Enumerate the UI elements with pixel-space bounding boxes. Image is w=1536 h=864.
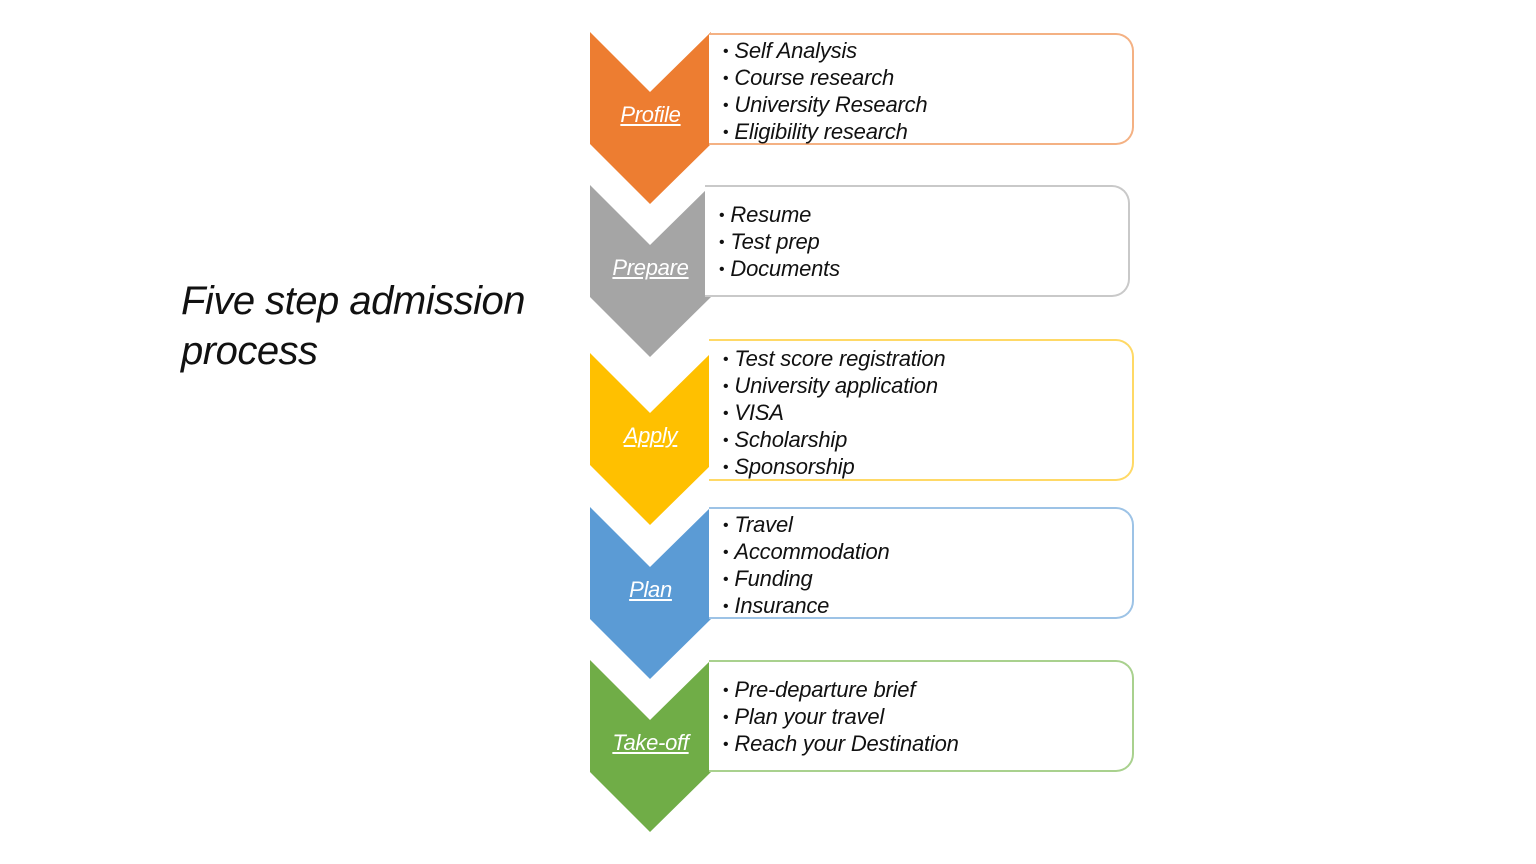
step-chevron-apply: Apply bbox=[590, 353, 711, 525]
step-box-plan: Travel Accommodation Funding Insurance bbox=[709, 507, 1134, 619]
step-box-take-off: Pre-departure brief Plan your travel Rea… bbox=[709, 660, 1134, 772]
step-chevron-prepare: Prepare bbox=[590, 185, 711, 357]
list-item: Accommodation bbox=[723, 540, 1132, 567]
chevron-arrow-icon bbox=[590, 660, 711, 832]
title-line-2: process bbox=[181, 329, 318, 373]
step-link-prepare[interactable]: Prepare bbox=[612, 255, 689, 280]
chevron-arrow-icon bbox=[590, 185, 711, 357]
list-item: Insurance bbox=[723, 594, 1132, 621]
list-item: University application bbox=[723, 374, 1132, 401]
chevron-arrow-icon bbox=[590, 353, 711, 525]
list-item: Sponsorship bbox=[723, 455, 1132, 482]
list-item: Resume bbox=[719, 203, 1128, 230]
step-chevron-profile: Profile bbox=[590, 32, 711, 204]
list-item: Funding bbox=[723, 567, 1132, 594]
step-link-plan[interactable]: Plan bbox=[629, 577, 672, 602]
list-item: Reach your Destination bbox=[723, 732, 1132, 759]
step-items-take-off: Pre-departure brief Plan your travel Rea… bbox=[709, 662, 1132, 759]
list-item: University Research bbox=[723, 93, 1132, 120]
list-item: Self Analysis bbox=[723, 39, 1132, 66]
list-item: Pre-departure brief bbox=[723, 678, 1132, 705]
diagram-title: Five step admission process bbox=[181, 276, 581, 376]
step-box-profile: Self Analysis Course research University… bbox=[709, 33, 1134, 145]
chevron-shape bbox=[590, 185, 711, 357]
chevron-shape bbox=[590, 507, 711, 679]
step-link-apply[interactable]: Apply bbox=[623, 423, 678, 448]
step-items-plan: Travel Accommodation Funding Insurance bbox=[709, 509, 1132, 621]
step-items-prepare: Resume Test prep Documents bbox=[705, 187, 1128, 284]
chevron-shape bbox=[590, 660, 711, 832]
list-item: Documents bbox=[719, 257, 1128, 284]
list-item: Test prep bbox=[719, 230, 1128, 257]
list-item: Course research bbox=[723, 66, 1132, 93]
step-link-profile[interactable]: Profile bbox=[620, 102, 681, 127]
chevron-arrow-icon bbox=[590, 507, 711, 679]
chevron-shape bbox=[590, 353, 711, 525]
list-item: Plan your travel bbox=[723, 705, 1132, 732]
list-item: Scholarship bbox=[723, 428, 1132, 455]
title-line-1: Five step admission bbox=[181, 279, 525, 323]
step-chevron-take-off: Take-off bbox=[590, 660, 711, 832]
chevron-shape bbox=[590, 32, 711, 204]
list-item: VISA bbox=[723, 401, 1132, 428]
step-box-prepare: Resume Test prep Documents bbox=[705, 185, 1130, 297]
step-items-apply: Test score registration University appli… bbox=[709, 341, 1132, 482]
chevron-arrow-icon bbox=[590, 32, 711, 204]
step-chevron-plan: Plan bbox=[590, 507, 711, 679]
step-box-apply: Test score registration University appli… bbox=[709, 339, 1134, 481]
list-item: Travel bbox=[723, 513, 1132, 540]
step-link-take-off[interactable]: Take-off bbox=[612, 730, 689, 755]
list-item: Test score registration bbox=[723, 347, 1132, 374]
step-items-profile: Self Analysis Course research University… bbox=[709, 35, 1132, 147]
list-item: Eligibility research bbox=[723, 120, 1132, 147]
